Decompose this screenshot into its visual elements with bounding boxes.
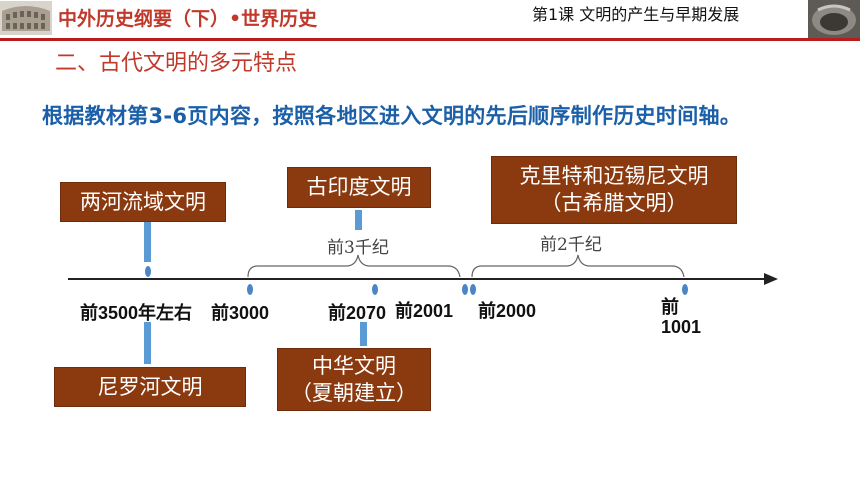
event-box-india: 古印度文明 [287, 167, 431, 208]
header-bar [0, 0, 860, 41]
section-heading: 二、古代文明的多元特点 [55, 51, 298, 76]
connector-nile [144, 322, 151, 364]
event-sublabel: （古希腊文明） [540, 191, 688, 215]
timeline-dot [145, 266, 151, 277]
timeline-dot [247, 284, 253, 295]
connector-mesopotamia [144, 220, 151, 262]
connector-china [360, 322, 367, 346]
year-label: 前2070 [328, 303, 387, 323]
event-box-mesopotamia: 两河流域文明 [60, 182, 226, 222]
year-label: 前2001 [395, 301, 454, 321]
course-title: 中外历史纲要（下）•世界历史 [58, 8, 318, 30]
timeline-dot [470, 284, 476, 295]
event-box-nile: 尼罗河文明 [54, 367, 246, 407]
year-label: 前2000 [478, 301, 537, 321]
ruins-image [808, 0, 860, 38]
range-label-3rd-millennium: 前3千纪 [327, 238, 389, 258]
year-label: 前3000 [211, 303, 270, 323]
range-label-2nd-millennium: 前2千纪 [540, 235, 602, 255]
timeline-dot [462, 284, 468, 295]
colosseum-image [0, 1, 52, 35]
brace-3rd-millennium [247, 254, 461, 278]
event-box-china: 中华文明 （夏朝建立） [277, 348, 431, 411]
year-label: 前3500年左右 [80, 303, 193, 323]
connector-india [355, 210, 362, 230]
event-label: 克里特和迈锡尼文明 [519, 164, 709, 188]
year-label: 1001 [661, 317, 702, 337]
lesson-title: 第1课 文明的产生与早期发展 [532, 5, 740, 24]
instruction-text: 根据教材第3-6页内容，按照各地区进入文明的先后顺序制作历史时间轴。 [42, 104, 742, 128]
event-label: 古印度文明 [306, 175, 412, 199]
event-box-crete-mycenae: 克里特和迈锡尼文明 （古希腊文明） [491, 156, 737, 224]
event-label: 中华文明 [312, 353, 396, 378]
event-label: 尼罗河文明 [97, 374, 203, 399]
year-label: 前 [661, 297, 679, 317]
brace-2nd-millennium [471, 254, 685, 278]
event-sublabel: （夏朝建立） [291, 380, 417, 405]
timeline-dot [372, 284, 378, 295]
timeline-dot [682, 284, 688, 295]
event-label: 两河流域文明 [80, 189, 206, 214]
